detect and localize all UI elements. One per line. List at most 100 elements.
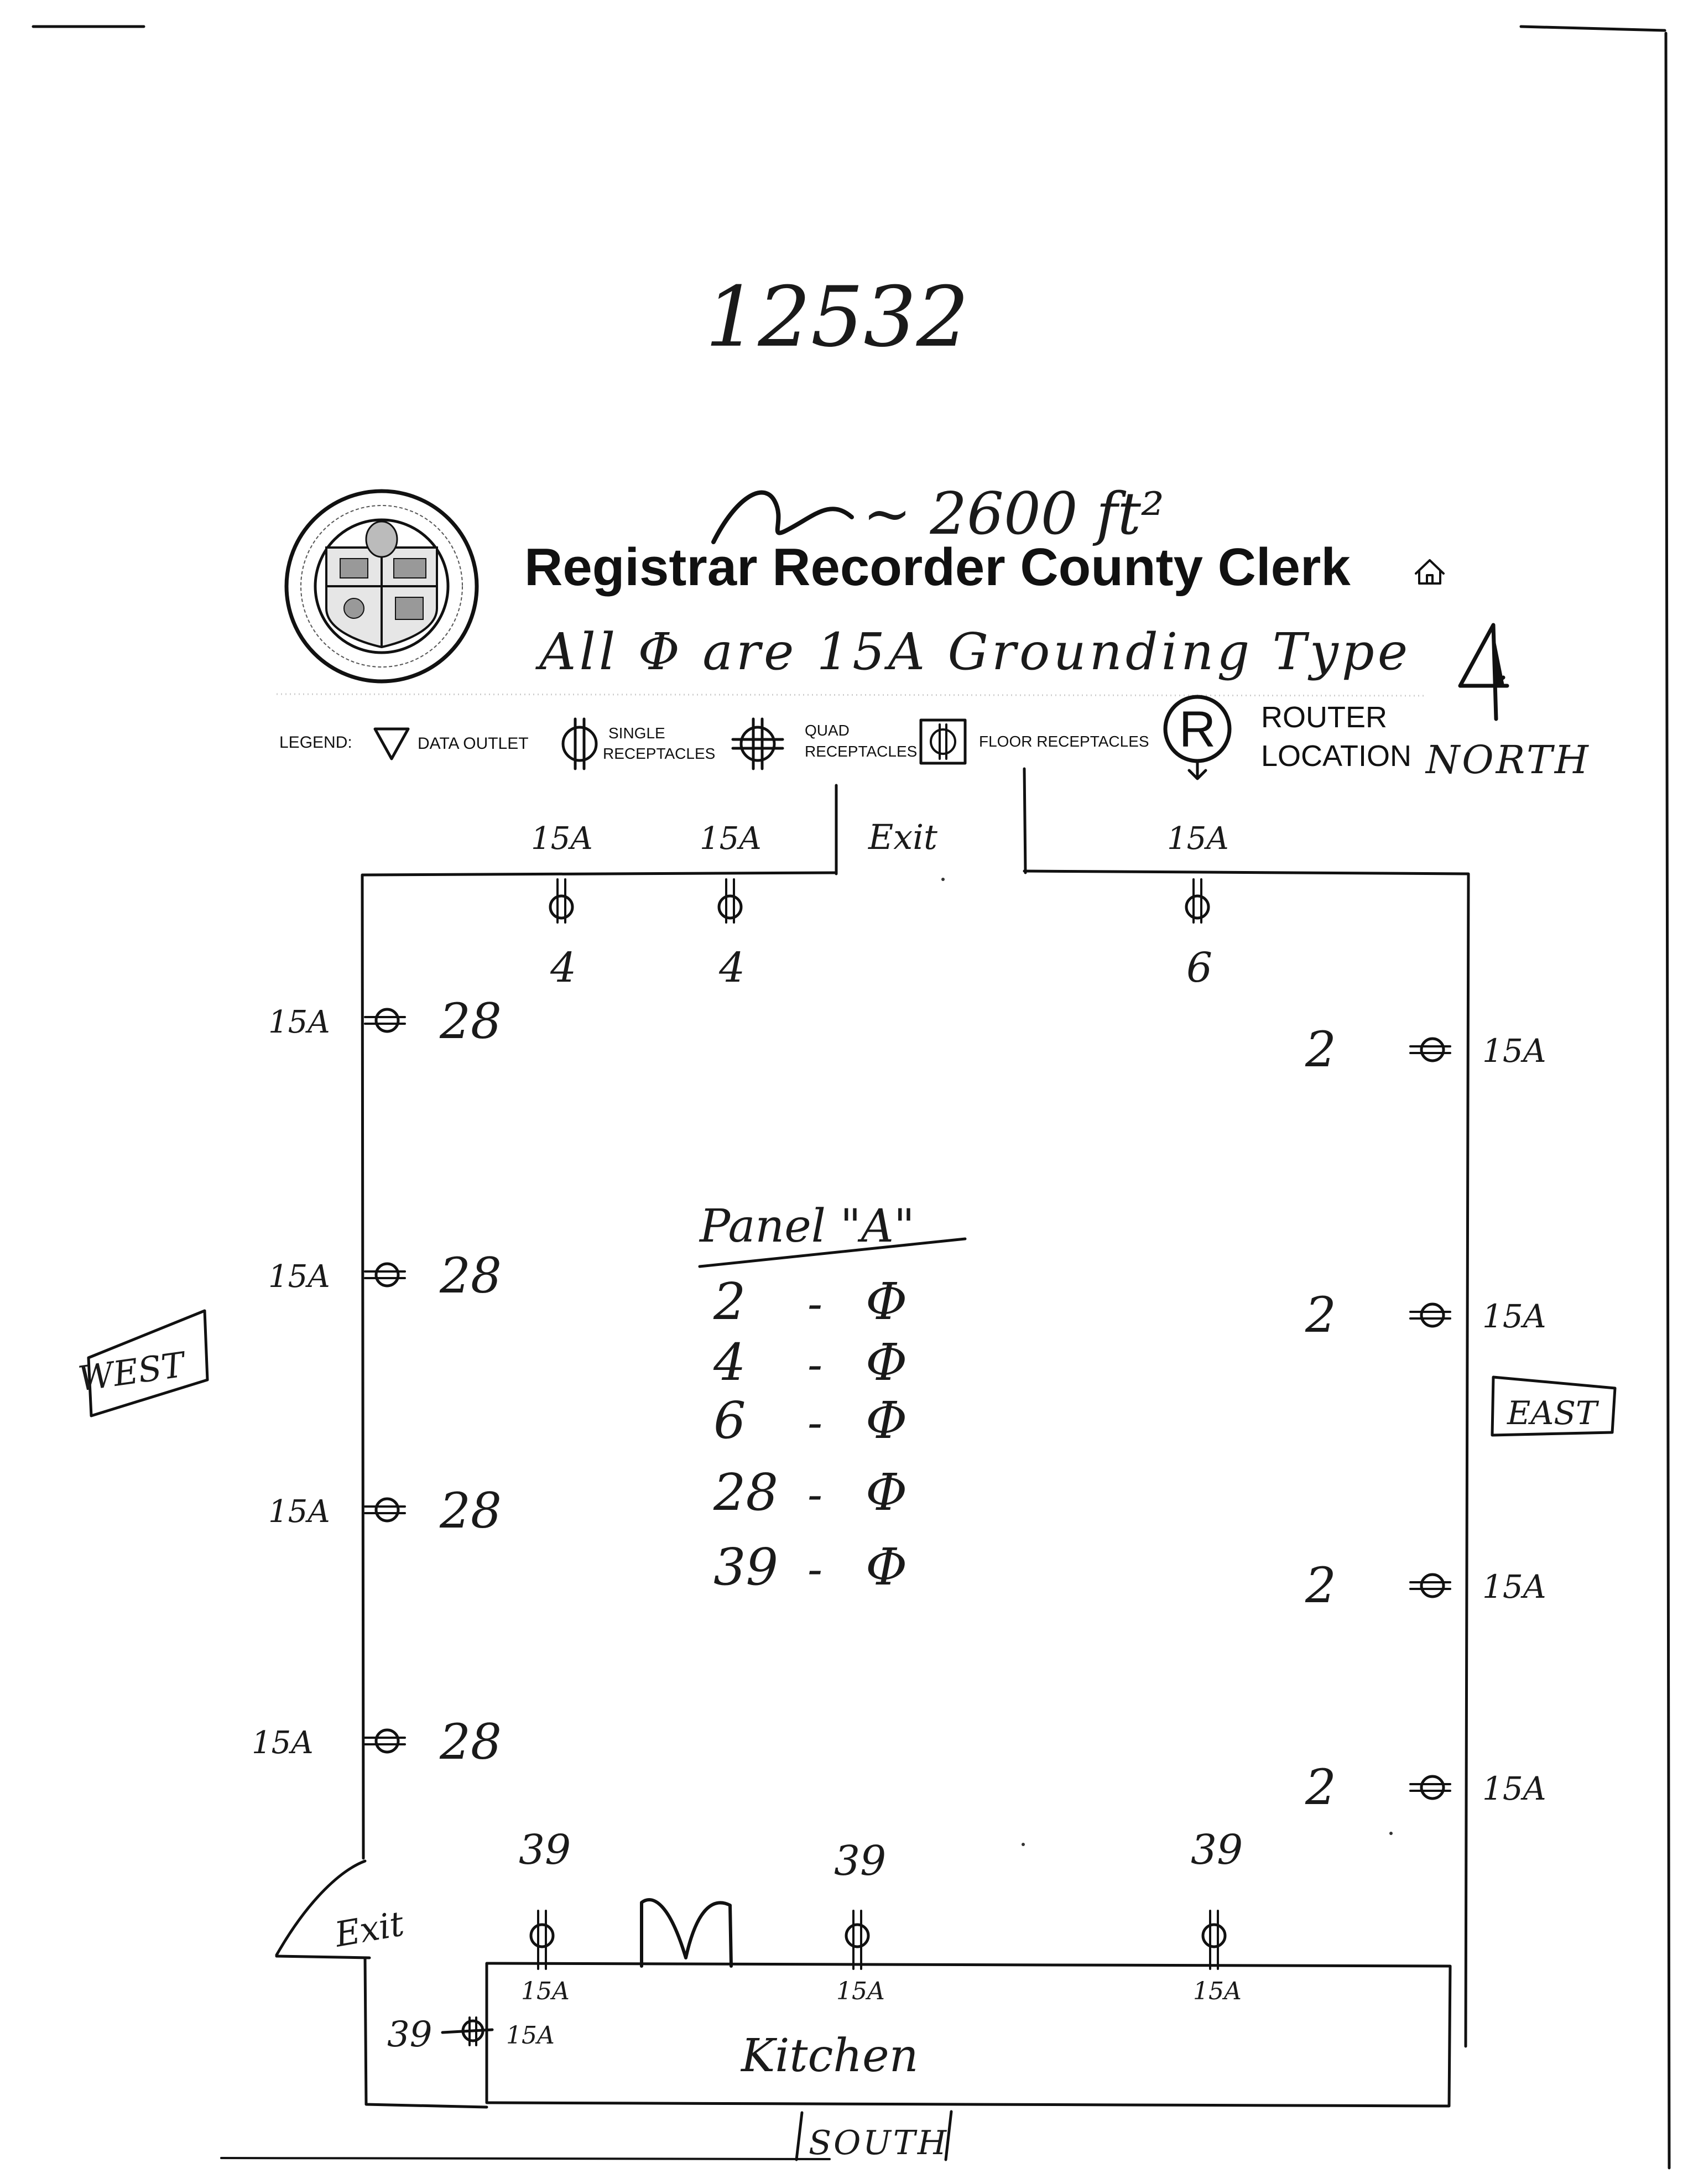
header-divider	[276, 693, 1427, 697]
legend-floor: FLOOR RECEPTACLES	[979, 733, 1149, 750]
north-receptacle-circuit: 4	[718, 944, 745, 992]
grounding-note: All Φ are 15A Grounding Type	[535, 622, 1411, 681]
legend-router-line1: ROUTER	[1261, 701, 1387, 734]
south-receptacle-amp: 15A	[1193, 1977, 1242, 2005]
page-title: Registrar Recorder County Clerk	[524, 538, 1351, 597]
north-receptacle-amp: 15A	[1167, 821, 1229, 857]
south-receptacle-circuit: 39	[1191, 1826, 1243, 1874]
panel-row-circuit: 6	[713, 1391, 746, 1450]
legend-quad-line2: RECEPTACLES	[805, 743, 917, 760]
north-arrow-icon	[1458, 623, 1509, 721]
east-receptacle-circuit: 2	[1305, 1021, 1336, 1078]
south-receptacle-amp: 15A	[836, 1977, 885, 2005]
panel-row-dash: -	[807, 1339, 822, 1390]
west-receptacle-circuit: 28	[439, 993, 502, 1050]
single-receptacle-icon	[845, 1910, 870, 1970]
west-receptacle-amp: 15A	[252, 1725, 314, 1761]
panel-row-symbol: Φ	[866, 1272, 907, 1331]
kitchen-outline	[485, 1962, 1452, 2108]
panel-row-symbol: Φ	[866, 1391, 907, 1450]
west-receptacle-amp: 15A	[268, 1259, 330, 1295]
panel-row-circuit: 39	[713, 1537, 778, 1597]
cabinet-symbol	[640, 1898, 733, 1968]
north-receptacle-amp: 15A	[700, 821, 762, 857]
east-receptacle-circuit: 2	[1305, 1557, 1336, 1614]
single-receptacle-icon	[364, 1497, 406, 1523]
panel-row-circuit: 4	[713, 1333, 746, 1392]
panel-row-dash: -	[807, 1397, 822, 1448]
panel-a-schedule: Panel "A"	[698, 1200, 967, 1268]
east-receptacle-amp: 15A	[1482, 1770, 1546, 1807]
single-receptacle-icon	[717, 878, 743, 924]
single-receptacle-icon	[1409, 1302, 1451, 1328]
scan-speck	[1389, 1832, 1393, 1835]
single-receptacle-icon	[364, 1728, 406, 1754]
north-label: NORTH	[1425, 737, 1591, 783]
area-label: ~ 2600 ft²	[863, 480, 1164, 548]
north-receptacle-circuit: 6	[1186, 944, 1212, 992]
east-direction-box: EAST	[1491, 1375, 1617, 1437]
east-label: EAST	[1507, 1394, 1600, 1432]
kitchen-amp: 15A	[506, 2021, 555, 2050]
scan-edge-bottom	[220, 2157, 831, 2160]
single-receptacle-icon	[1201, 1910, 1227, 1970]
router-icon: R	[1163, 695, 1232, 780]
single-receptacle-icon	[549, 878, 574, 924]
west-receptacle-circuit: 28	[439, 1482, 502, 1539]
legend-single-line1: SINGLE	[608, 724, 665, 742]
west-receptacle-amp: 15A	[268, 1004, 330, 1040]
east-receptacle-amp: 15A	[1482, 1297, 1546, 1335]
single-receptacle-icon	[561, 717, 598, 770]
exit-label-west: Exit	[331, 1903, 407, 1955]
floor-receptacle-icon	[919, 718, 967, 765]
single-receptacle-icon	[529, 1910, 555, 1970]
west-receptacle-amp: 15A	[268, 1494, 330, 1530]
south-receptacle-amp: 15A	[521, 1977, 570, 2005]
panel-row-dash: -	[807, 1544, 822, 1595]
scan-edge-top-right	[1519, 25, 1666, 32]
west-receptacle-circuit: 28	[439, 1713, 502, 1770]
single-receptacle-icon	[1185, 878, 1210, 924]
south-receptacle-circuit: 39	[519, 1826, 571, 1874]
panel-row-dash: -	[807, 1469, 822, 1520]
single-receptacle-icon	[364, 1262, 406, 1288]
single-receptacle-icon	[1409, 1775, 1451, 1800]
router-glyph: R	[1179, 701, 1216, 758]
panel-row-symbol: Φ	[866, 1463, 907, 1522]
legend-router-line2: LOCATION	[1261, 739, 1411, 773]
west-direction-box: WEST	[76, 1309, 209, 1417]
scan-speck	[941, 878, 945, 881]
south-receptacle-circuit: 39	[834, 1837, 886, 1885]
east-receptacle-circuit: 2	[1305, 1759, 1336, 1816]
home-icon[interactable]	[1415, 559, 1445, 585]
panel-rows: 2-Φ4-Φ6-Φ28-Φ39-Φ	[713, 1272, 907, 1597]
scan-speck	[1022, 1843, 1025, 1846]
data-outlet-icon	[373, 727, 410, 760]
legend-data-outlet: DATA OUTLET	[418, 734, 529, 753]
kitchen-label: Kitchen	[740, 2030, 919, 2082]
legend-label: LEGEND:	[279, 733, 352, 752]
room-outline	[275, 767, 1470, 2109]
west-exit-swing	[275, 1859, 367, 1957]
approx-tilde-mark	[711, 490, 854, 544]
kitchen-receptacle: 39 15A	[387, 2014, 555, 2055]
north-receptacle-amp: 15A	[531, 821, 593, 857]
legend: LEGEND: DATA OUTLET SINGLE RECEPTACLES Q…	[279, 695, 1411, 780]
single-receptacle-icon	[1409, 1573, 1451, 1598]
south-wall-receptacles: 39 15A 39 15A 39 15A	[519, 1826, 1243, 2005]
panel-row-circuit: 28	[713, 1463, 778, 1522]
kitchen-circuit: 39	[387, 2014, 432, 2055]
panel-row-dash: -	[807, 1278, 822, 1330]
panel-row-symbol: Φ	[866, 1333, 907, 1392]
east-receptacle-circuit: 2	[1305, 1286, 1336, 1343]
panel-title: Panel "A"	[699, 1200, 915, 1253]
east-receptacle-amp: 15A	[1482, 1032, 1546, 1070]
legend-single-line2: RECEPTACLES	[603, 745, 715, 762]
exit-label-north: Exit	[868, 817, 937, 857]
single-receptacle-icon	[364, 1008, 406, 1033]
doc-number: 12532	[705, 269, 969, 366]
south-direction-label: SOUTH	[795, 2110, 953, 2162]
